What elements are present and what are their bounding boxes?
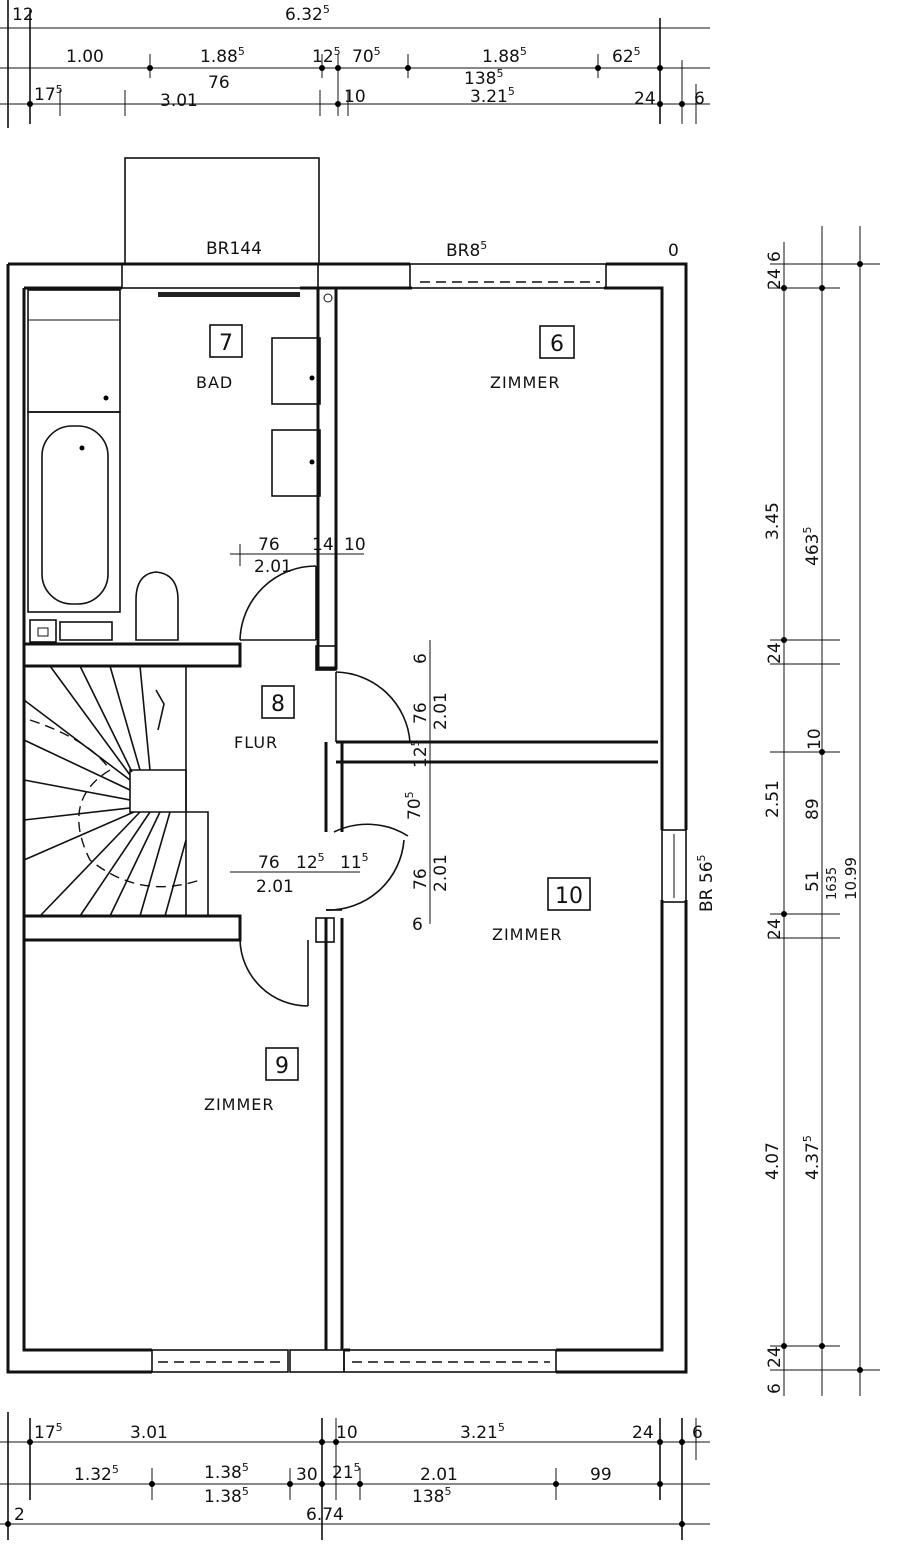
window-labels: BR144 BR85 0 BR 565 (206, 239, 717, 912)
dim-top-row2-1: 1.00 (66, 47, 104, 67)
dim-v-e: 705 (403, 791, 425, 820)
dim-bottom-row2-7: 1385 (412, 1485, 451, 1507)
dim-bottom-row2-3: 1.385 (204, 1485, 249, 1507)
interior-dimensions: 76 2.01 14 10 76 2.01 125 115 6 76 2.01 … (230, 535, 451, 935)
dim-bad-door-width: 76 (258, 535, 280, 555)
dim-right-5: 10 (805, 728, 825, 750)
dim-top-row3-3: 3.01 (160, 91, 198, 111)
dim-right-col2-3: 51 (803, 870, 823, 892)
room-name: ZIMMER (204, 1095, 275, 1114)
room-number: 7 (219, 331, 233, 356)
dim-top-row2-2: 1.885 (200, 45, 245, 67)
room-zimmer-6: 6 ZIMMER (490, 325, 575, 392)
dim-right-col2-2: 89 (803, 798, 823, 820)
dim-right-10: 6 (765, 1383, 785, 1394)
window-label-east: BR 565 (695, 854, 717, 912)
dim-right-7: 24 (765, 918, 785, 940)
room-name: ZIMMER (492, 925, 563, 944)
dim-top-row3-4: 10 (344, 87, 366, 107)
dim-bottom-row1-6: 6 (692, 1423, 703, 1443)
dim-right-col3-1: 1635 (825, 867, 840, 900)
dim-right-col2-1: 4635 (801, 527, 823, 566)
room-name: FLUR (234, 733, 278, 752)
dim-bottom-row1-1: 175 (34, 1421, 63, 1443)
top-dimensions: 12 6.325 1.00 1.885 125 705 1.885 625 17… (0, 0, 710, 128)
dim-v-h: 6 (412, 915, 423, 935)
window-label-bad: BR144 (206, 239, 262, 259)
dim-v-c: 2.01 (431, 692, 451, 730)
room-flur: 8 FLUR (234, 685, 295, 752)
dim-top-total: 6.325 (285, 3, 330, 25)
dim-right-4: 24 (765, 642, 785, 664)
dim-right-3: 3.45 (763, 502, 783, 540)
dim-bottom-row2-5: 215 (332, 1461, 361, 1483)
dim-right-9: 24 (765, 1346, 785, 1368)
dim-top-row3-5: 1385 (464, 67, 503, 89)
doors (239, 565, 411, 1007)
dim-flur-door-height: 2.01 (256, 877, 294, 897)
room-name: BAD (196, 373, 233, 392)
room-zimmer-9: 9 ZIMMER (204, 1047, 299, 1114)
dim-top-row3-8: 6 (694, 89, 705, 109)
dim-right-2: 24 (765, 268, 785, 290)
room-zimmer-10: 10 ZIMMER (492, 877, 591, 944)
dim-bottom-row2-6: 2.01 (420, 1465, 458, 1485)
dim-v-f: 76 (411, 868, 431, 890)
dim-v-d: 125 (409, 739, 431, 768)
staircase (23, 665, 209, 917)
dim-top-row3-7: 24 (634, 89, 656, 109)
dim-bottom-row2-2: 1.385 (204, 1461, 249, 1483)
dim-bottom-row2-8: 99 (590, 1465, 612, 1485)
dim-bottom-row2-4: 30 (296, 1465, 318, 1485)
dim-right-6: 2.51 (763, 780, 783, 818)
dim-v-b: 76 (411, 702, 431, 724)
dim-right-1: 6 (765, 251, 785, 262)
dim-top-row2-6: 625 (612, 45, 641, 67)
dim-flur-door-width: 76 (258, 853, 280, 873)
dim-bottom-row1-3: 10 (336, 1423, 358, 1443)
exterior-walls (6, 157, 688, 1374)
dim-right-col2-4: 4.375 (801, 1135, 823, 1180)
room-name: ZIMMER (490, 373, 561, 392)
dim-bad-door-a: 14 (312, 535, 334, 555)
dim-flur-door-a: 125 (296, 851, 325, 873)
dim-top-row3-2: 76 (208, 73, 230, 93)
room-bad: 7 BAD (196, 324, 243, 392)
dim-bottom-total: 6.74 (306, 1505, 344, 1525)
dim-v-g: 2.01 (431, 854, 451, 892)
room-number: 6 (550, 332, 564, 357)
bathroom-fixtures (27, 289, 333, 643)
room-number: 9 (275, 1054, 289, 1079)
dim-top-left-edge: 12 (12, 5, 34, 25)
bottom-dimensions: 175 3.01 10 3.215 24 6 1.325 1.385 1.385… (0, 1412, 710, 1540)
dim-top-row3-1: 175 (34, 83, 63, 105)
dim-top-row2-3: 125 (312, 45, 341, 67)
dim-bad-door-b: 10 (344, 535, 366, 555)
room-number: 8 (271, 692, 285, 717)
dim-top-row2-4: 705 (352, 45, 381, 67)
dim-right-col3-2: 10.99 (842, 857, 860, 900)
dim-bottom-left-edge: 2 (14, 1505, 25, 1525)
dim-bottom-row1-4: 3.215 (460, 1421, 505, 1443)
room-labels: 7 BAD 6 ZIMMER 8 FLUR 10 ZIMMER 9 ZIMMER (196, 324, 591, 1114)
dim-right-8: 4.07 (763, 1142, 783, 1180)
dim-bad-door-height: 2.01 (254, 557, 292, 577)
window-label-corner: 0 (668, 241, 679, 261)
dim-bottom-row2-1: 1.325 (74, 1463, 119, 1485)
window-label-zimmer6: BR85 (446, 239, 487, 261)
dim-bottom-row1-5: 24 (632, 1423, 654, 1443)
right-dimensions: 6 24 3.45 24 10 2.51 24 4.07 24 6 4635 8… (763, 226, 880, 1396)
dim-top-row2-5: 1.885 (482, 45, 527, 67)
dim-bottom-row1-2: 3.01 (130, 1423, 168, 1443)
room-number: 10 (555, 884, 583, 909)
dim-flur-door-b: 115 (340, 851, 369, 873)
dim-v-a: 6 (411, 653, 431, 664)
dim-top-row3-6: 3.215 (470, 85, 515, 107)
